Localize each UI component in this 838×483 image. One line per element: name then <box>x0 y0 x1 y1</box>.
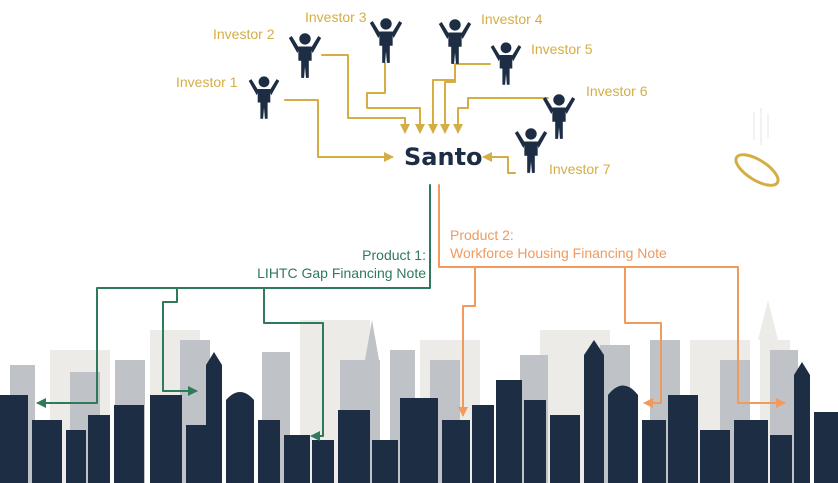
person-cheering-icon <box>490 42 522 85</box>
person-cheering-icon <box>248 76 280 119</box>
flow-investor-7 <box>482 152 516 174</box>
investor-5-label: Investor 5 <box>531 41 593 57</box>
product-2-name: Workforce Housing Financing Note <box>450 245 667 261</box>
product-1-flows <box>36 184 431 441</box>
flow-investor-1 <box>284 99 394 162</box>
flow-investor-5 <box>440 63 491 134</box>
investor-4-label: Investor 4 <box>481 11 543 27</box>
product-1-name: LIHTC Gap Financing Note <box>257 265 426 281</box>
person-cheering-icon <box>288 33 322 78</box>
flow-investor-2 <box>321 54 410 134</box>
santo-node-label: Santo <box>404 143 483 171</box>
person-cheering-icon <box>514 128 548 173</box>
investor-2-label: Investor 2 <box>213 26 275 42</box>
investor-7-label: Investor 7 <box>549 161 611 177</box>
flow-investor-6 <box>453 97 549 134</box>
product-2-flows <box>438 184 786 417</box>
person-cheering-icon <box>369 18 403 63</box>
investor-1-label: Investor 1 <box>176 74 238 90</box>
product-1-title: Product 1: <box>362 247 426 263</box>
investor-flows <box>284 54 549 174</box>
product-2-title: Product 2: <box>450 227 514 243</box>
person-cheering-icon <box>438 19 472 64</box>
skyline-foreground <box>0 340 838 483</box>
halo-ring-icon <box>734 108 780 187</box>
person-cheering-icon <box>542 94 576 139</box>
flow-investor-3 <box>366 62 425 134</box>
investor-6-label: Investor 6 <box>586 83 648 99</box>
investor-3-label: Investor 3 <box>305 9 367 25</box>
